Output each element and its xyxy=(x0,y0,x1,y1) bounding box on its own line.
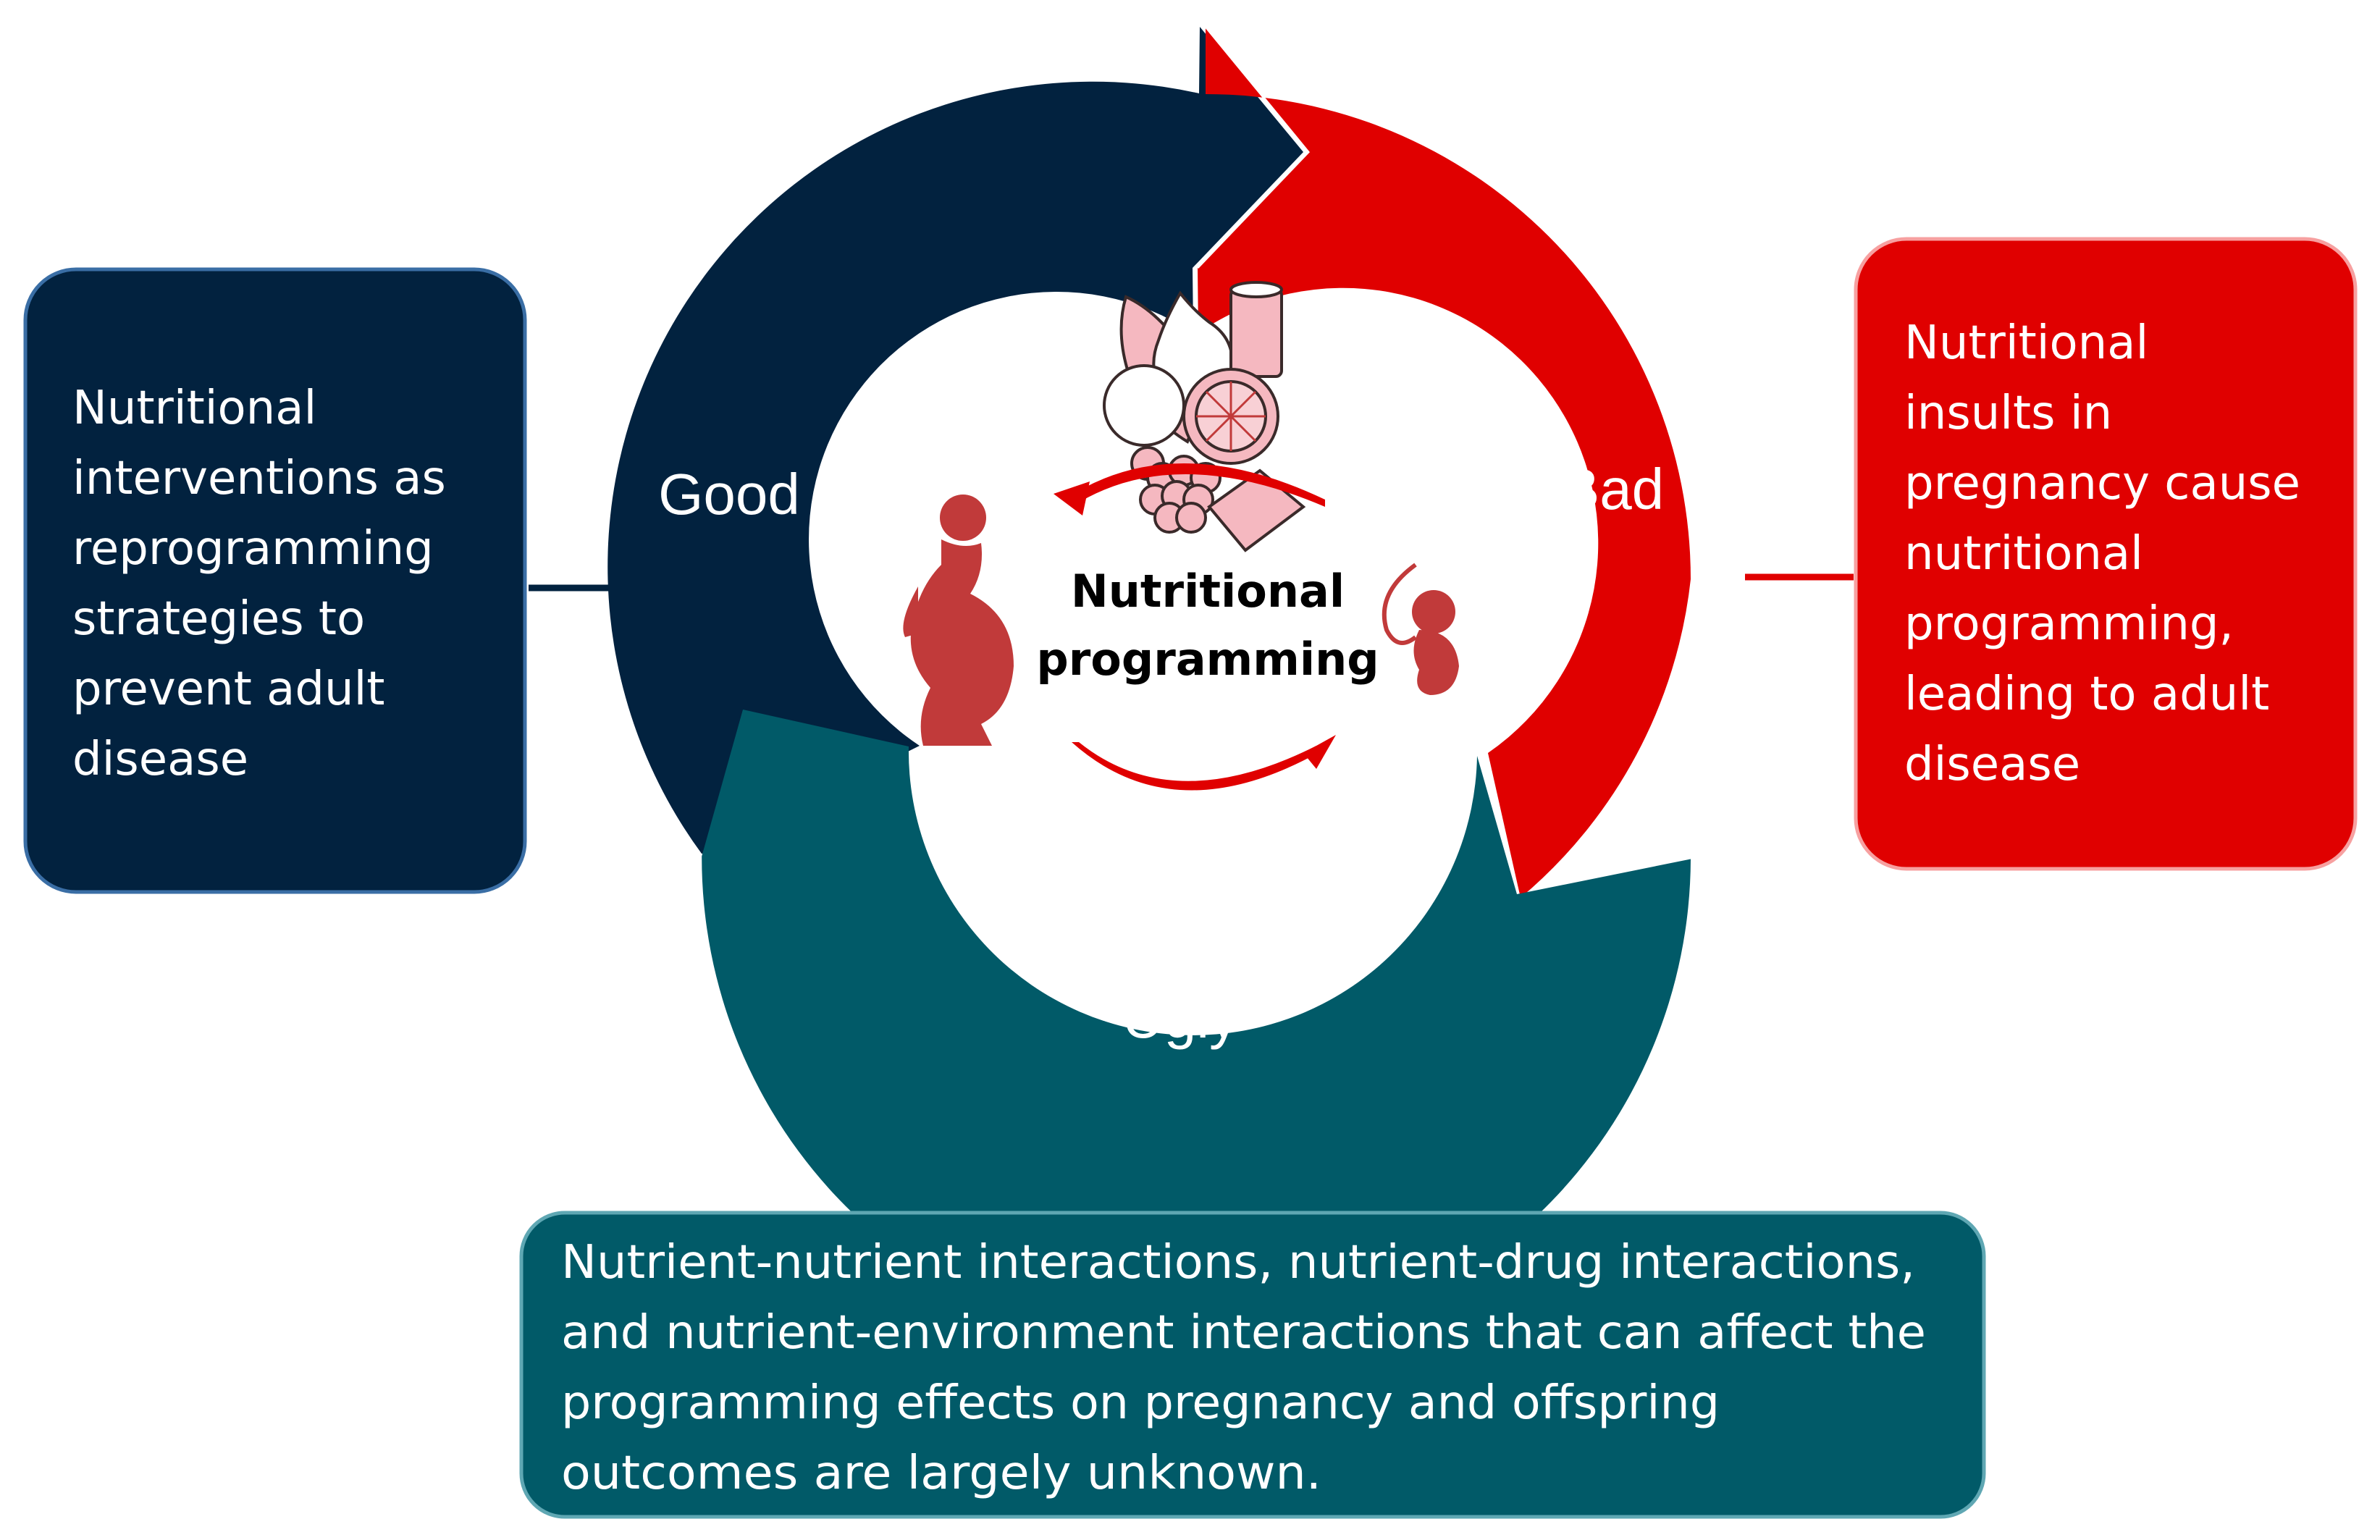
bad-info-box xyxy=(1854,237,2358,871)
good-segment-label: Good xyxy=(658,462,800,526)
good-box-text: Nutritional interventions as reprogrammi… xyxy=(72,382,446,786)
pregnant-woman-icon xyxy=(903,495,1014,746)
good-box-line: interventions as xyxy=(72,452,446,505)
bad-box-line: pregnancy cause xyxy=(1904,457,2300,510)
good-box-line: disease xyxy=(72,733,248,786)
bad-box-line: nutritional xyxy=(1904,527,2143,581)
food-icon xyxy=(1103,281,1306,552)
bad-box-line: disease xyxy=(1904,738,2080,791)
ugly-info-box xyxy=(519,1211,1986,1519)
bad-segment-label: Bad xyxy=(1561,457,1664,521)
ugly-segment xyxy=(702,710,1691,1352)
ugly-segment-label: Ugly xyxy=(1122,985,1238,1050)
bad-box-line: Nutritional xyxy=(1904,316,2148,370)
good-info-box xyxy=(23,267,527,894)
ring-inner-fill xyxy=(967,340,1445,818)
good-box-line: Nutritional xyxy=(72,382,316,435)
fetus-icon xyxy=(1382,563,1459,695)
ugly-box-line: and nutrient-environment interactions th… xyxy=(561,1306,1926,1360)
ugly-box-line: Nutrient-nutrient interactions, nutrient… xyxy=(561,1236,1915,1289)
ugly-box-text: Nutrient-nutrient interactions, nutrient… xyxy=(561,1236,1926,1500)
bad-box-text: Nutritional insults in pregnancy cause n… xyxy=(1904,316,2300,791)
good-box-line: strategies to xyxy=(72,592,365,646)
ring xyxy=(607,26,1691,1352)
bad-segment xyxy=(1198,27,1691,898)
good-segment xyxy=(607,27,1303,854)
bad-box-line: leading to adult xyxy=(1904,668,2269,721)
good-box-line: reprogramming xyxy=(72,522,434,576)
center-label-line1: Nutritional xyxy=(1071,565,1345,618)
bad-box-line: insults in xyxy=(1904,387,2112,440)
good-box-line: prevent adult xyxy=(72,662,384,716)
cycle-arrow-icon xyxy=(1054,463,1336,791)
center-label-line2: programming xyxy=(1036,633,1379,686)
ugly-box-line: programming effects on pregnancy and off… xyxy=(561,1376,1720,1430)
bad-box-line: programming, xyxy=(1904,597,2234,651)
ugly-box-line: outcomes are largely unknown. xyxy=(561,1447,1321,1500)
bad-arrow-tip-edge xyxy=(1196,26,1311,269)
